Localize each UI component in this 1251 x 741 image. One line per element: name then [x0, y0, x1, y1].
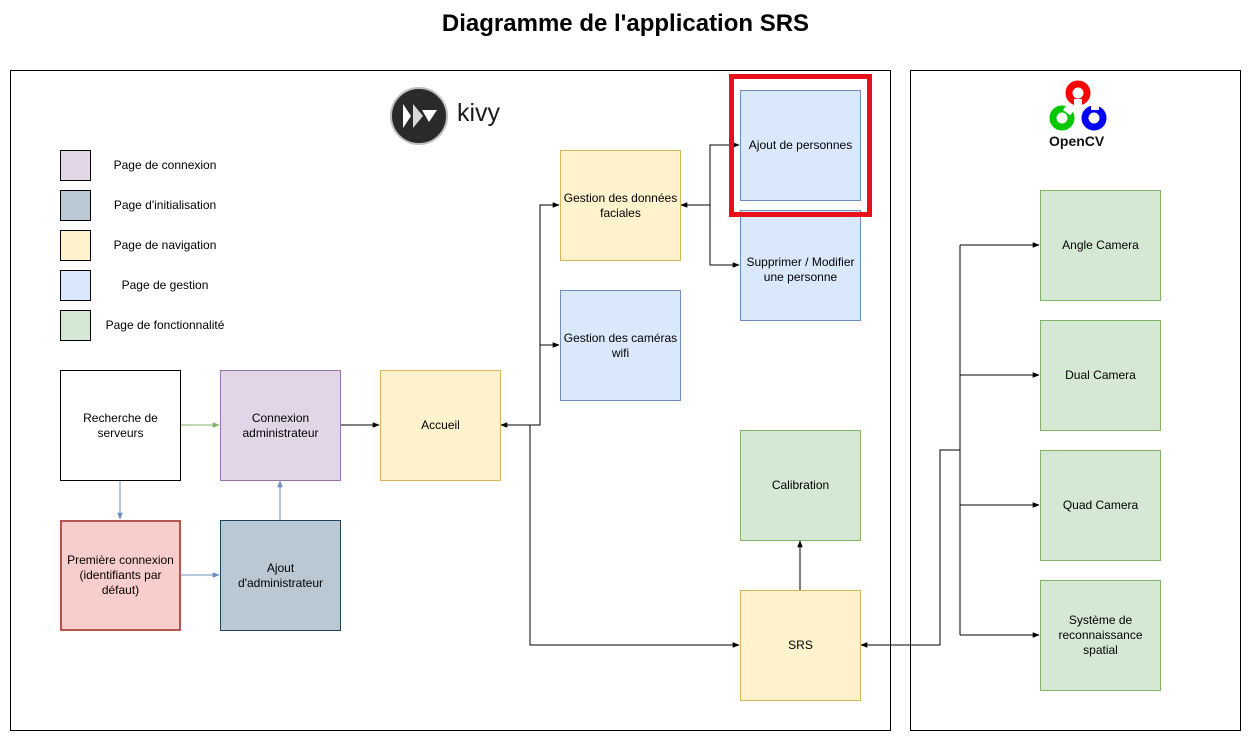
selection-highlight: [729, 74, 872, 217]
kivy-logo-icon: [390, 87, 448, 145]
legend-label-connexion: Page de connexion: [113, 158, 217, 172]
diagram-title: Diagramme de l'application SRS: [441, 10, 810, 37]
node-quad-camera[interactable]: Quad Camera: [1040, 450, 1161, 561]
node-supprimer-modifier[interactable]: Supprimer / Modifier une personne: [740, 210, 861, 321]
edge-donnees-ajout-personnes: [680, 142, 740, 208]
node-recherche-serveurs[interactable]: Recherche de serveurs: [60, 370, 181, 481]
legend-label-gestion: Page de gestion: [121, 278, 209, 292]
edge-accueil-cameras: [539, 342, 560, 425]
legend-label-initialisation: Page d'initialisation: [113, 198, 217, 212]
edge-srs-opencv: [860, 449, 960, 648]
node-ajout-personnes[interactable]: Ajout de personnes: [740, 90, 861, 201]
node-systeme-reconnaissance[interactable]: Système de reconnaissance spatial: [1040, 580, 1161, 691]
edge-donnees-supprimer: [709, 205, 740, 268]
legend-swatch-connexion: [60, 150, 91, 181]
node-calibration[interactable]: Calibration: [740, 430, 861, 541]
edge-accueil-donnees: [500, 202, 560, 428]
legend-label-fonctionnalite: Page de fonctionnalité: [105, 318, 225, 332]
legend-swatch-initialisation: [60, 190, 91, 221]
edge-accueil-srs: [529, 425, 740, 648]
opencv-logo-icon: [1049, 80, 1107, 131]
node-gestion-donnees-faciales[interactable]: Gestion des données faciales: [560, 150, 681, 261]
legend-swatch-navigation: [60, 230, 91, 261]
legend-label-navigation: Page de navigation: [113, 238, 217, 252]
opencv-wordmark: OpenCV: [1049, 133, 1105, 149]
node-angle-camera[interactable]: Angle Camera: [1040, 190, 1161, 301]
node-gestion-cameras-wifi[interactable]: Gestion des caméras wifi: [560, 290, 681, 401]
kivy-wordmark: kivy: [457, 99, 501, 127]
node-premiere-connexion[interactable]: Première connexion (identifiants par déf…: [60, 520, 181, 631]
node-connexion-administrateur[interactable]: Connexion administrateur: [220, 370, 341, 481]
legend-swatch-gestion: [60, 270, 91, 301]
node-accueil[interactable]: Accueil: [380, 370, 501, 481]
node-ajout-administrateur[interactable]: Ajout d'administrateur: [220, 520, 341, 631]
node-dual-camera[interactable]: Dual Camera: [1040, 320, 1161, 431]
node-srs[interactable]: SRS: [740, 590, 861, 701]
legend-swatch-fonctionnalite: [60, 310, 91, 341]
